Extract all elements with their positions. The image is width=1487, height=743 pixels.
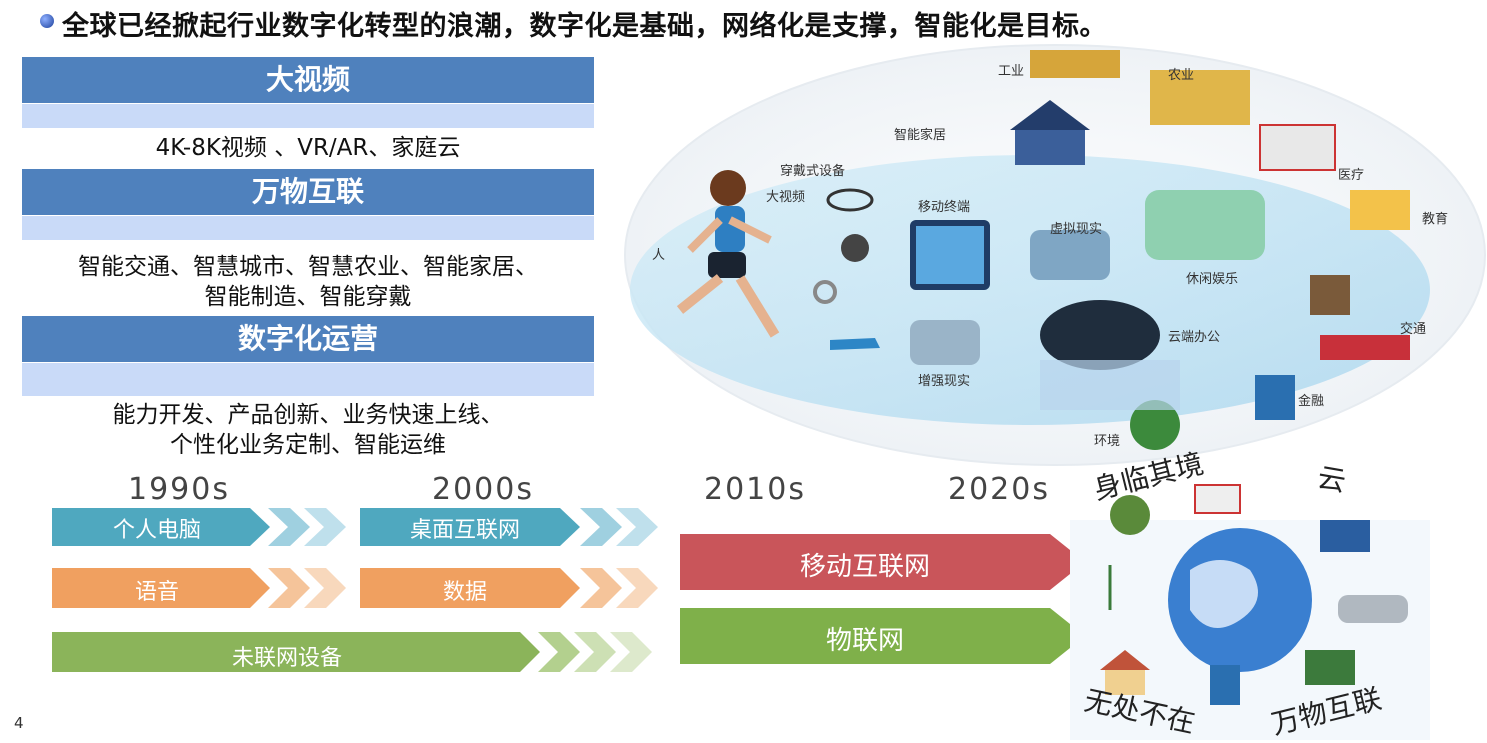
label-industry: 工业: [998, 64, 1025, 79]
page-number: 4: [14, 714, 24, 732]
section-heading-ops: 数字化运营: [22, 316, 594, 362]
timeline-item-data: 数据: [442, 580, 487, 605]
section-heading-iot: 万物互联: [22, 169, 594, 215]
section-desc-iot-line1: 智能交通、智慧城市、智慧农业、智能家居、: [78, 254, 538, 280]
label-smart-home: 智能家居: [894, 128, 947, 143]
arrow-pc: [52, 508, 270, 546]
car-icon: [1338, 595, 1408, 623]
timeline-item-pc: 个人电脑: [112, 518, 201, 543]
digital-ecosystem-illustration: [624, 44, 1486, 466]
arrow-iot: [680, 608, 1085, 664]
label-agriculture: 农业: [1168, 68, 1195, 83]
phone-icon: [1210, 665, 1240, 705]
section-desc-iot-line2: 智能制造、智能穿戴: [204, 284, 412, 310]
section-desc-video: 4K-8K视频 、VR/AR、家庭云: [155, 135, 461, 161]
timeline-item-mobile-internet: 移动互联网: [799, 552, 930, 582]
page-title: 全球已经掀起行业数字化转型的浪潮，数字化是基础，网络化是支撑，智能化是目标。: [62, 11, 1107, 42]
label-education: 教育: [1422, 212, 1449, 227]
timeline-arrows: [52, 508, 1085, 672]
arrow-desktop-internet: [360, 508, 580, 546]
timeline-item-voice: 语音: [134, 580, 179, 605]
timeline-item-iot: 物联网: [825, 626, 904, 656]
timeline-item-desktop-internet: 桌面互联网: [409, 518, 520, 543]
arrow-unconnected: [52, 632, 540, 672]
section-desc-ops-line2: 个性化业务定制、智能运维: [170, 432, 446, 458]
label-environment: 环境: [1094, 434, 1121, 449]
label-transport: 交通: [1400, 322, 1427, 337]
year-2000s: 2000s: [432, 472, 534, 507]
label-big-video: 大视频: [766, 190, 806, 205]
timeline-item-unconnected: 未联网设备: [231, 646, 342, 671]
tablet-icon: [1320, 520, 1370, 552]
chalkboard-icon: [1305, 650, 1355, 685]
label-mobile-terminal: 移动终端: [918, 200, 971, 215]
label-wearable: 穿戴式设备: [780, 164, 846, 179]
section-subbar: [22, 216, 594, 240]
label-person: 人: [652, 248, 666, 263]
label-leisure: 休闲娱乐: [1186, 272, 1239, 287]
section-heading-video: 大视频: [22, 57, 594, 103]
globe-cluster: [1070, 484, 1430, 740]
label-ar: 增强现实: [918, 374, 971, 389]
house-icon: [1100, 650, 1150, 670]
ambulance-icon: [1194, 484, 1241, 514]
year-2010s: 2010s: [704, 472, 806, 507]
runner-icon: [676, 170, 780, 338]
year-2020s: 2020s: [948, 472, 1050, 507]
section-desc-ops-line1: 能力开发、产品创新、业务快速上线、: [112, 402, 504, 428]
arrow-mobile-internet: [680, 534, 1085, 590]
label-finance: 金融: [1298, 394, 1325, 409]
section-subbar: [22, 104, 594, 128]
arrow-voice: [52, 568, 270, 608]
year-1990s: 1990s: [128, 472, 230, 507]
tree-icon: [1110, 495, 1150, 535]
label-medical: 医疗: [1338, 168, 1365, 183]
section-subbar: [22, 363, 594, 396]
title-bullet-icon: [40, 14, 54, 28]
label-cloud-office: 云端办公: [1168, 330, 1221, 345]
label-vr: 虚拟现实: [1050, 222, 1103, 237]
arrow-data: [360, 568, 580, 608]
